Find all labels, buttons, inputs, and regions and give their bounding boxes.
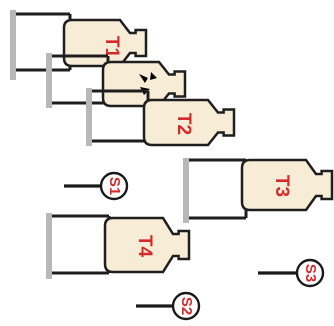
- tank-backplate: [10, 10, 16, 80]
- sensor-label-s2: S2: [178, 297, 195, 315]
- tank-label-t1: T1: [101, 36, 122, 59]
- tank-backplate: [46, 213, 52, 279]
- sensor-s1: S1: [64, 171, 129, 201]
- sensor-s3: S3: [258, 258, 325, 288]
- tank-t3: T3: [183, 158, 334, 223]
- sensor-ring: [99, 171, 129, 201]
- tank-warning-glyph: [139, 72, 157, 95]
- tank-body: [142, 98, 236, 147]
- tank-label-t3: T3: [271, 175, 292, 197]
- tank-backplate: [183, 158, 189, 223]
- tank-body: [101, 60, 187, 108]
- sensor-label-s1: S1: [106, 177, 123, 195]
- tank-t_unlabeled: [46, 53, 187, 108]
- tank-t2: T2: [86, 88, 236, 147]
- tank-label-t2: T2: [173, 113, 194, 135]
- tank-backplate: [46, 53, 52, 108]
- tank-body: [240, 158, 334, 212]
- tank-t4: T4: [46, 213, 191, 279]
- sensor-label-s3: S3: [302, 264, 319, 282]
- tank-backplate: [86, 88, 92, 146]
- sensor-ring: [171, 291, 201, 321]
- tank-body: [103, 216, 191, 274]
- sensor-s2: S2: [136, 291, 201, 321]
- tank-label-t4: T4: [134, 235, 155, 258]
- sensor-ring: [295, 258, 325, 288]
